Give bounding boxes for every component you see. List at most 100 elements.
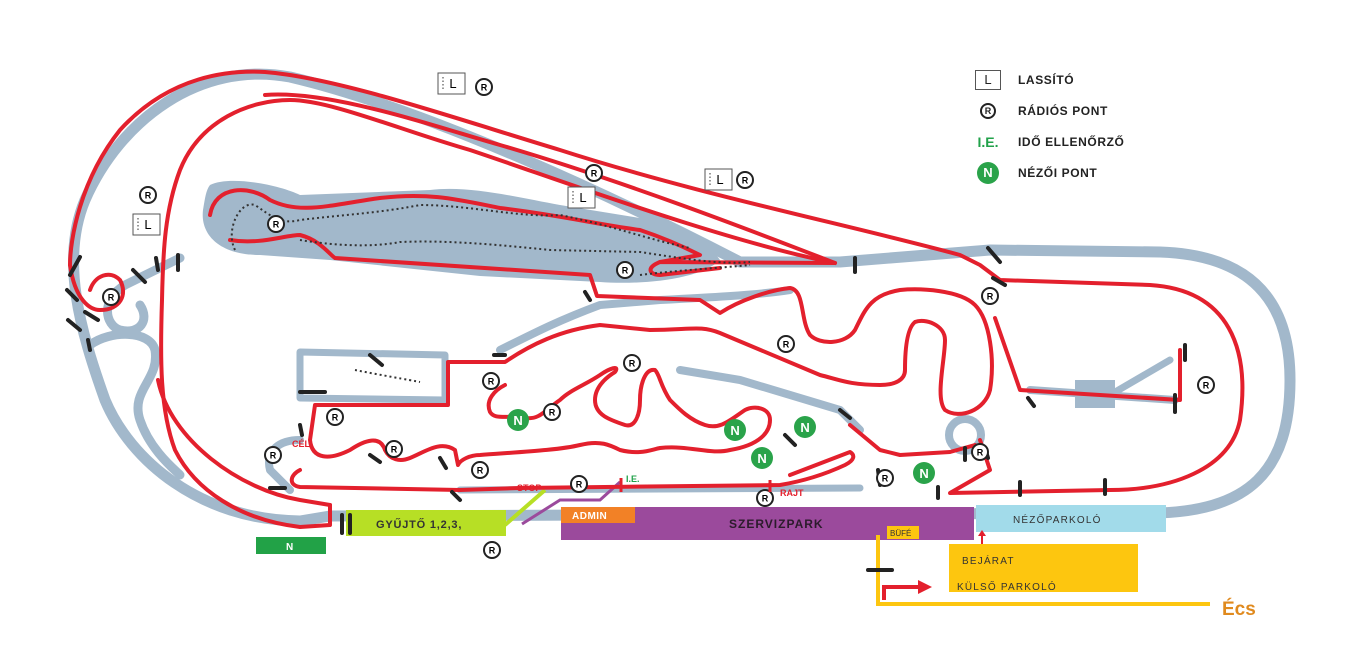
route-right (848, 423, 977, 457)
svg-text:R: R (629, 359, 636, 369)
svg-text:N: N (757, 451, 766, 466)
svg-text:R: R (270, 451, 277, 461)
rajt-label: RAJT (780, 488, 804, 498)
map-labels: CÉL STOP I.E. RAJT ADMIN SZERVIZPARK NÉZ… (286, 439, 1256, 620)
gyujto-label: GYŰJTŐ 1,2,3, (376, 518, 462, 531)
spectator-point-icon: N (507, 409, 529, 431)
bufe-block (887, 526, 919, 539)
radio-point-icon: R (543, 403, 561, 421)
svg-text:R: R (477, 466, 484, 476)
stop-path (503, 488, 547, 527)
radio-point-icon: R (585, 164, 603, 182)
paddock-dotted-paths (230, 203, 751, 383)
radio-point-icon: R (570, 475, 588, 493)
facilities (256, 480, 1210, 606)
svg-text:R: R (273, 220, 280, 230)
radio-point-icon: R (475, 78, 493, 96)
radio-point-icon: R (973, 99, 1003, 123)
ie-path (521, 480, 622, 526)
left-infield (85, 329, 185, 480)
radio-point-icon: R (756, 489, 774, 507)
radio-point-icon: R (139, 186, 157, 204)
slow-marker-icon: L (973, 68, 1003, 92)
svg-text:R: R (987, 292, 994, 302)
svg-text:R: R (391, 445, 398, 455)
rally-route (68, 69, 1245, 529)
spectator-point-icon: N (751, 447, 773, 469)
radio-point-icon: R (471, 461, 489, 479)
slow-marker-icon: L (437, 72, 466, 95)
gate-markers (65, 246, 1187, 572)
legend-item-radios-pont: R RÁDIÓS PONT (973, 99, 1173, 130)
svg-text:L: L (716, 172, 723, 187)
legend-label: LASSÍTÓ (1018, 73, 1075, 87)
time-control-icon: I.E. (977, 134, 999, 150)
outer-circuit (68, 68, 1296, 527)
legend: L LASSÍTÓ R RÁDIÓS PONT I.E. IDŐ ELLENŐR… (973, 68, 1173, 192)
svg-text:R: R (481, 83, 488, 93)
route-paddock-lower (228, 233, 994, 467)
svg-text:R: R (762, 494, 769, 504)
spectator-point-icon: N (794, 416, 816, 438)
svg-text:N: N (513, 413, 522, 428)
svg-text:R: R (489, 546, 496, 556)
radio-point-icon: R (616, 261, 634, 279)
svg-text:R: R (549, 408, 556, 418)
radio-point-icon: R (876, 469, 894, 487)
radio-point-icon: R (267, 215, 285, 233)
svg-text:R: R (882, 474, 889, 484)
svg-text:R: R (332, 413, 339, 423)
slow-markers: L L L L (132, 72, 733, 236)
svg-text:L: L (144, 217, 151, 232)
svg-text:R: R (145, 191, 152, 201)
spectator-points: N N N N N (507, 409, 935, 484)
route-left-loop (68, 69, 1245, 495)
svg-text:R: R (488, 377, 495, 387)
legend-label: NÉZŐI PONT (1018, 166, 1098, 180)
svg-text:R: R (591, 169, 598, 179)
svg-text:N: N (730, 423, 739, 438)
arrow-head-icon (918, 580, 932, 594)
svg-text:R: R (742, 176, 749, 186)
radio-point-icon: R (482, 372, 500, 390)
nezoparkolo-label: NÉZŐPARKOLÓ (1013, 512, 1102, 526)
radio-point-icon: R (736, 171, 754, 189)
svg-text:R: R (977, 448, 984, 458)
radio-point-icon: R (981, 287, 999, 305)
n-area-block (256, 537, 326, 554)
svg-text:R: R (622, 266, 629, 276)
svg-text:R: R (783, 340, 790, 350)
szervizpark-label: SZERVIZPARK (729, 517, 824, 531)
route-outer (159, 98, 837, 529)
ie-label: I.E. (626, 474, 640, 484)
infield-road-3 (296, 348, 449, 404)
svg-text:R: R (576, 480, 583, 490)
n-area-label: N (286, 542, 293, 553)
spectator-point-icon: N (973, 161, 1003, 185)
route-top-lane (263, 92, 837, 265)
route-left-hairpin (68, 263, 126, 312)
slow-marker-icon: L (567, 186, 596, 209)
infield-road-2 (676, 366, 864, 434)
route-right-leg (993, 316, 1182, 402)
bufe-label: BÜFÉ (890, 529, 911, 538)
svg-text:R: R (108, 293, 115, 303)
legend-label: IDŐ ELLENŐRZŐ (1018, 135, 1125, 149)
spectator-point-icon: N (724, 419, 746, 441)
radio-point-icon: R (1197, 376, 1215, 394)
cel-label: CÉL (292, 439, 311, 449)
bejarat-label: BEJÁRAT (962, 554, 1015, 567)
slow-marker-icon: L (132, 213, 161, 236)
nezoparkolo-block (976, 505, 1166, 532)
radio-point-icon: R (264, 446, 282, 464)
radio-point-icon: R (777, 335, 795, 353)
ecs-label: Écs (1222, 598, 1256, 620)
admin-block (561, 507, 635, 523)
radio-point-icon: R (971, 443, 989, 461)
svg-text:N: N (919, 466, 928, 481)
kulso-parkolo-label: KÜLSŐ PARKOLÓ (957, 579, 1057, 593)
gyujto-block (346, 510, 506, 536)
radio-point-icon: R (483, 541, 501, 559)
legend-item-nezoi-pont: N NÉZŐI PONT (973, 161, 1173, 192)
